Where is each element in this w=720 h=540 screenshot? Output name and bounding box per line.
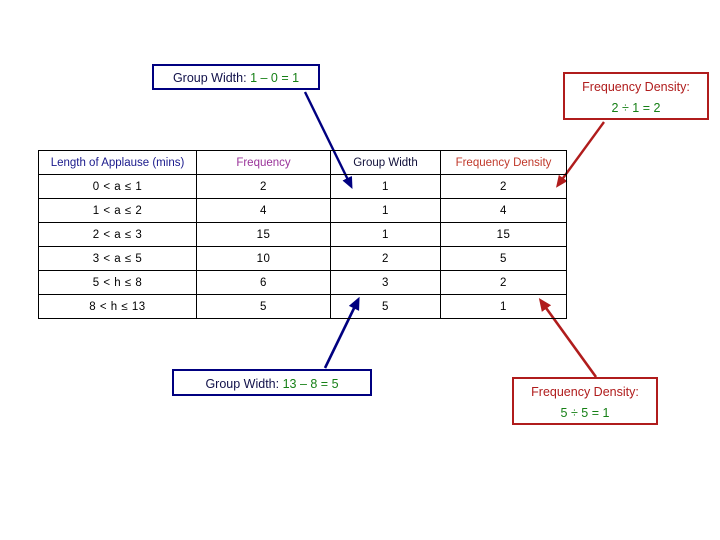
- cell-frequency: 2: [196, 174, 331, 199]
- cell-group-width: 1: [330, 222, 441, 247]
- table-row: 5 < h ≤ 8 6 3 2: [38, 270, 567, 295]
- cell-frequency: 5: [196, 294, 331, 319]
- cell-interval: 1 < a ≤ 2: [38, 198, 197, 223]
- cell-frequency-density: 1: [440, 294, 567, 319]
- cell-frequency-density: 2: [440, 270, 567, 295]
- callout-freq-density-bottom: Frequency Density: 5 ÷ 5 = 1: [512, 377, 658, 425]
- cell-interval: 2 < a ≤ 3: [38, 222, 197, 247]
- callout-group-width-top: Group Width: 1 – 0 = 1: [152, 64, 320, 90]
- frequency-density-table: Length of Applause (mins) Frequency Grou…: [38, 150, 567, 319]
- table-body: 0 < a ≤ 1 2 1 2 1 < a ≤ 2 4 1 4 2 < a ≤ …: [38, 174, 567, 319]
- cell-interval: 8 < h ≤ 13: [38, 294, 197, 319]
- cell-frequency-density: 2: [440, 174, 567, 199]
- cell-frequency: 15: [196, 222, 331, 247]
- cell-group-width: 1: [330, 174, 441, 199]
- cell-interval: 0 < a ≤ 1: [38, 174, 197, 199]
- cell-frequency-density: 4: [440, 198, 567, 223]
- callout-group-width-top-label: Group Width:: [172, 71, 247, 85]
- table-row: 8 < h ≤ 13 5 5 1: [38, 294, 567, 319]
- cell-frequency: 4: [196, 198, 331, 223]
- column-header-interval: Length of Applause (mins): [38, 150, 197, 175]
- callout-freq-density-top: Frequency Density: 2 ÷ 1 = 2: [563, 72, 709, 120]
- callout-freq-density-top-equation: 2 ÷ 1 = 2: [611, 100, 661, 115]
- callout-group-width-bottom-label: Group Width:: [205, 377, 280, 391]
- table-header-row: Length of Applause (mins) Frequency Grou…: [38, 150, 567, 175]
- table-row: 3 < a ≤ 5 10 2 5: [38, 246, 567, 271]
- callout-group-width-bottom: Group Width: 13 – 8 = 5: [172, 369, 372, 396]
- callout-freq-density-top-label: Frequency Density:: [582, 80, 690, 94]
- cell-group-width: 1: [330, 198, 441, 223]
- callout-group-width-bottom-equation: 13 – 8 = 5: [282, 377, 339, 391]
- column-header-frequency: Frequency: [196, 150, 331, 175]
- cell-group-width: 5: [330, 294, 441, 319]
- callout-freq-density-bottom-equation: 5 ÷ 5 = 1: [560, 405, 610, 420]
- cell-frequency-density: 15: [440, 222, 567, 247]
- callout-group-width-top-equation: 1 – 0 = 1: [250, 71, 300, 85]
- table-row: 1 < a ≤ 2 4 1 4: [38, 198, 567, 223]
- table-row: 0 < a ≤ 1 2 1 2: [38, 174, 567, 199]
- cell-frequency: 10: [196, 246, 331, 271]
- cell-frequency: 6: [196, 270, 331, 295]
- cell-group-width: 2: [330, 246, 441, 271]
- callout-freq-density-bottom-label: Frequency Density:: [531, 385, 639, 399]
- cell-frequency-density: 5: [440, 246, 567, 271]
- column-header-group-width: Group Width: [330, 150, 441, 175]
- column-header-frequency-density: Frequency Density: [440, 150, 567, 175]
- cell-group-width: 3: [330, 270, 441, 295]
- cell-interval: 5 < h ≤ 8: [38, 270, 197, 295]
- cell-interval: 3 < a ≤ 5: [38, 246, 197, 271]
- table-row: 2 < a ≤ 3 15 1 15: [38, 222, 567, 247]
